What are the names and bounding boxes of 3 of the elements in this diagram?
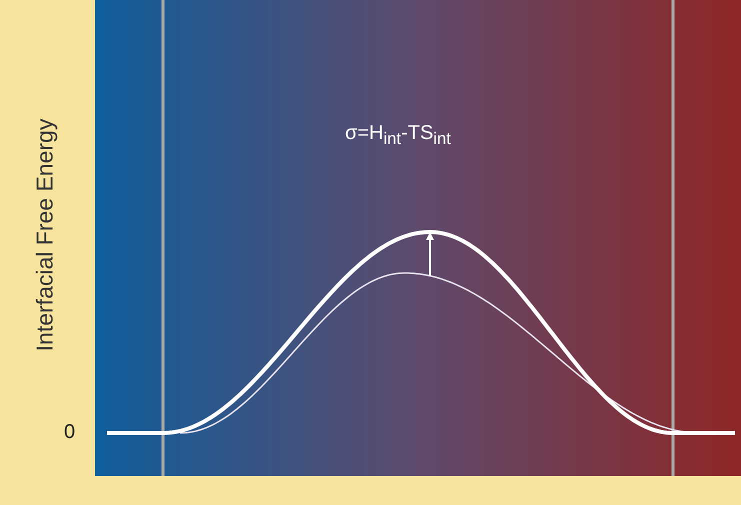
- formula-label: σ=H$_{int}$-TS$_{int}$: [345, 122, 451, 149]
- axis-title: Interfacial Free Energy: [32, 118, 58, 352]
- tick-label: 0: [64, 421, 76, 444]
